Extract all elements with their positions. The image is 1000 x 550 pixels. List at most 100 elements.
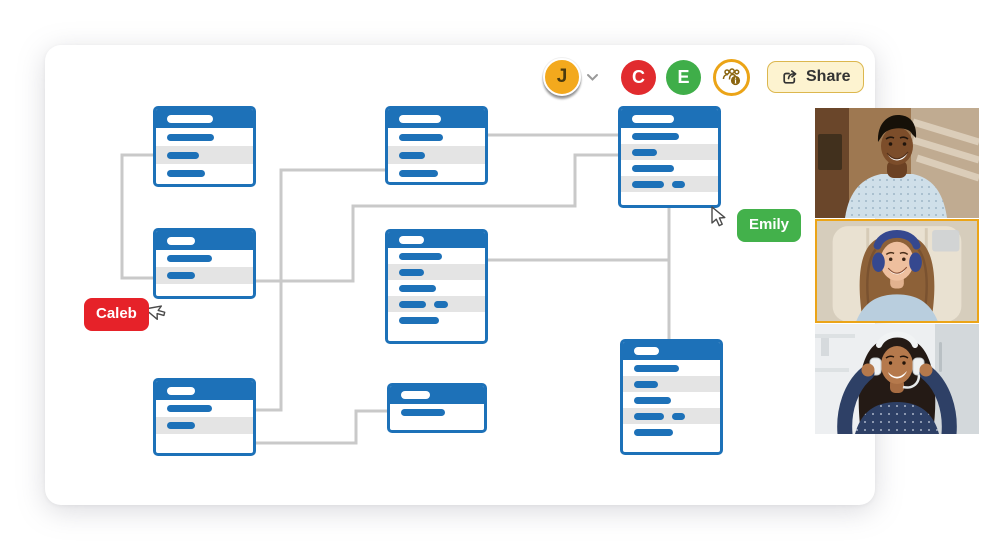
field-text-placeholder (632, 180, 664, 188)
cursor-arrow-icon (144, 305, 166, 320)
field-text-placeholder (634, 396, 671, 404)
entity-node-mid-left[interactable] (153, 228, 256, 299)
field-text-placeholder (399, 300, 426, 308)
entity-title-placeholder (167, 114, 213, 123)
entity-field-row (623, 392, 720, 408)
entity-field-row (623, 424, 720, 440)
field-text-placeholder (399, 252, 442, 260)
svg-text:i: i (734, 76, 737, 85)
field-text-placeholder (634, 364, 679, 372)
entity-field-row (156, 417, 253, 434)
video-participant-2[interactable] (815, 219, 979, 323)
connector-line[interactable] (256, 153, 618, 283)
entity-field-row (156, 128, 253, 146)
field-text-placeholder (167, 133, 214, 141)
entity-header (623, 342, 720, 360)
chevron-down-icon[interactable] (586, 73, 599, 82)
entity-field-row (388, 312, 485, 328)
entity-field-row (390, 404, 484, 421)
entity-field-row (623, 376, 720, 392)
field-text-placeholder (634, 380, 658, 388)
entity-field-row (388, 264, 485, 280)
field-text-placeholder (632, 132, 679, 140)
entity-header (388, 109, 485, 128)
field-text-placeholder (672, 180, 685, 188)
avatar-collaborator-e[interactable]: E (666, 59, 701, 95)
field-text-placeholder (399, 316, 439, 324)
entity-title-placeholder (167, 386, 195, 395)
entity-title-placeholder (399, 236, 424, 244)
video-participant-3[interactable] (815, 324, 979, 434)
entity-node-top-left[interactable] (153, 106, 256, 187)
entity-field-row (623, 360, 720, 376)
avatar-collaborator-c[interactable]: C (621, 59, 656, 95)
entity-header (156, 381, 253, 400)
entity-node-bottom-middle[interactable] (387, 383, 487, 433)
connector-line[interactable] (256, 409, 387, 445)
entity-field-row (388, 164, 485, 182)
share-button-label: Share (806, 68, 851, 85)
entity-field-row (156, 250, 253, 267)
field-text-placeholder (167, 169, 205, 177)
entity-field-row (621, 160, 718, 176)
entity-field-row (156, 400, 253, 417)
participant-1-picture (815, 108, 979, 218)
field-text-placeholder (399, 284, 436, 292)
share-button[interactable]: Share (767, 61, 865, 93)
entity-field-row (388, 146, 485, 164)
entity-field-row (621, 144, 718, 160)
connector-line[interactable] (120, 153, 153, 280)
field-text-placeholder (672, 412, 685, 420)
entity-title-placeholder (399, 114, 441, 123)
entity-header (156, 231, 253, 250)
field-text-placeholder (167, 255, 212, 262)
entity-field-row (156, 267, 253, 284)
video-participant-1[interactable] (815, 108, 979, 218)
field-text-placeholder (399, 169, 438, 177)
entity-node-top-middle[interactable] (385, 106, 488, 185)
entity-title-placeholder (167, 236, 195, 245)
participant-3-picture (815, 324, 979, 434)
cursor-arrow-icon (711, 206, 726, 227)
entity-title-placeholder (401, 391, 430, 399)
entity-header (388, 232, 485, 248)
entity-field-row (621, 176, 718, 192)
entity-title-placeholder (634, 347, 659, 355)
field-text-placeholder (167, 151, 199, 159)
entity-field-row (623, 408, 720, 424)
field-text-placeholder (634, 412, 664, 420)
field-text-placeholder (167, 405, 212, 412)
entity-field-row (156, 146, 253, 164)
entity-node-bottom-right[interactable] (620, 339, 723, 455)
field-text-placeholder (399, 151, 425, 159)
entity-node-bottom-left[interactable] (153, 378, 256, 456)
field-text-placeholder (632, 164, 674, 172)
connector-line[interactable] (256, 168, 385, 412)
entity-field-row (388, 128, 485, 146)
group-info-icon: i (722, 68, 741, 85)
participant-2-picture (817, 221, 977, 321)
cursor-name-label: Emily (737, 209, 802, 242)
field-text-placeholder (434, 300, 448, 308)
field-text-placeholder (399, 133, 443, 141)
field-text-placeholder (634, 428, 673, 436)
entity-field-row (388, 280, 485, 296)
field-text-placeholder (399, 268, 424, 276)
collaborators-info-button[interactable]: i (713, 58, 750, 96)
field-text-placeholder (632, 148, 657, 156)
entity-node-mid-center[interactable] (385, 229, 488, 344)
avatar-current-user[interactable]: J (543, 58, 581, 96)
entity-header (621, 109, 718, 128)
field-text-placeholder (167, 422, 195, 429)
field-text-placeholder (167, 272, 195, 279)
field-text-placeholder (401, 409, 445, 416)
entity-field-row (156, 164, 253, 182)
entity-header (390, 386, 484, 404)
collaboration-toolbar: J C E i Share (543, 58, 865, 96)
share-icon (783, 70, 797, 84)
entity-node-top-right[interactable] (618, 106, 721, 208)
entity-field-row (388, 296, 485, 312)
entity-field-row (388, 248, 485, 264)
entity-header (156, 109, 253, 128)
